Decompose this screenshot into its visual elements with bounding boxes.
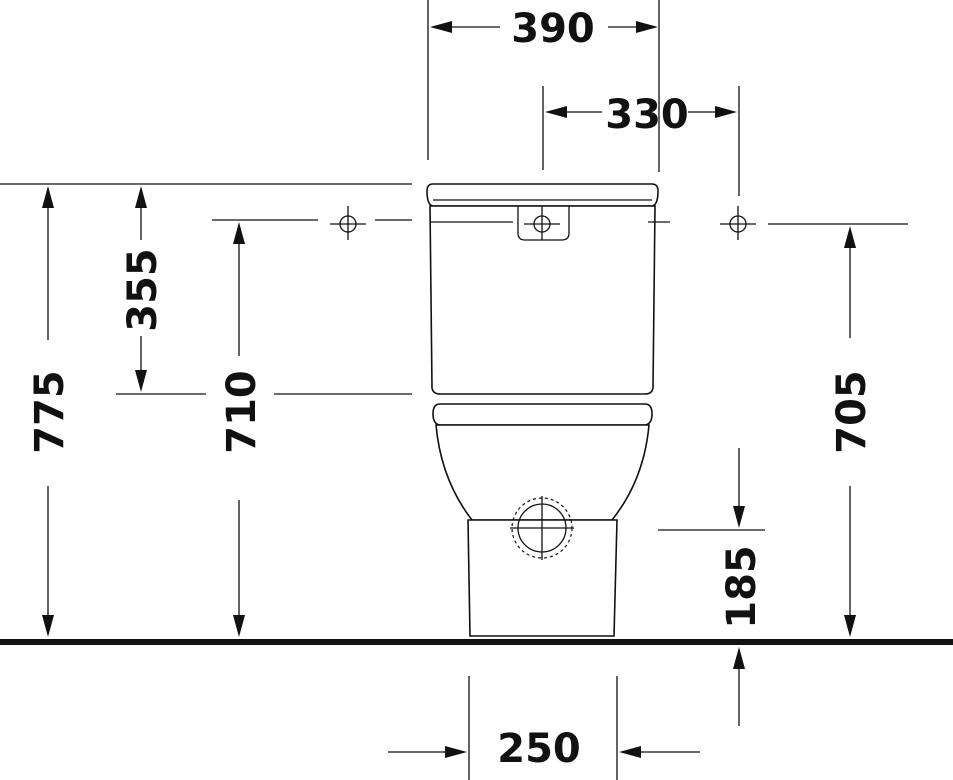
- dimension-355-label: 355: [120, 248, 166, 332]
- fixing-marker-right: [720, 206, 756, 240]
- cistern-lid: [426, 183, 659, 207]
- dimension-355: 355: [120, 186, 166, 392]
- dimension-185-label: 185: [719, 545, 765, 629]
- dimension-390-label: 390: [511, 6, 595, 52]
- dimension-185: 185: [719, 448, 765, 726]
- dimension-710: 710: [219, 222, 265, 637]
- floor-line: [0, 639, 953, 645]
- fixing-marker-center: [524, 206, 560, 240]
- dimension-710-label: 710: [219, 370, 265, 454]
- fixing-marker-left: [330, 206, 366, 240]
- dimension-705: 705: [829, 226, 875, 637]
- dimension-250-label: 250: [497, 726, 581, 772]
- dimension-250: 250: [388, 726, 700, 772]
- dimension-330: 330: [545, 92, 737, 138]
- cistern-body: [429, 205, 656, 395]
- pedestal: [467, 519, 618, 637]
- dimension-775-label: 775: [27, 370, 73, 454]
- dimension-390: 390: [430, 6, 658, 52]
- extension-lines: [0, 0, 908, 780]
- dimension-330-label: 330: [605, 92, 689, 138]
- toilet-outline: [426, 183, 659, 637]
- bowl-rim: [432, 403, 653, 426]
- flush-recess: [517, 206, 570, 241]
- dimension-775: 775: [27, 186, 73, 637]
- dimension-705-label: 705: [829, 370, 875, 454]
